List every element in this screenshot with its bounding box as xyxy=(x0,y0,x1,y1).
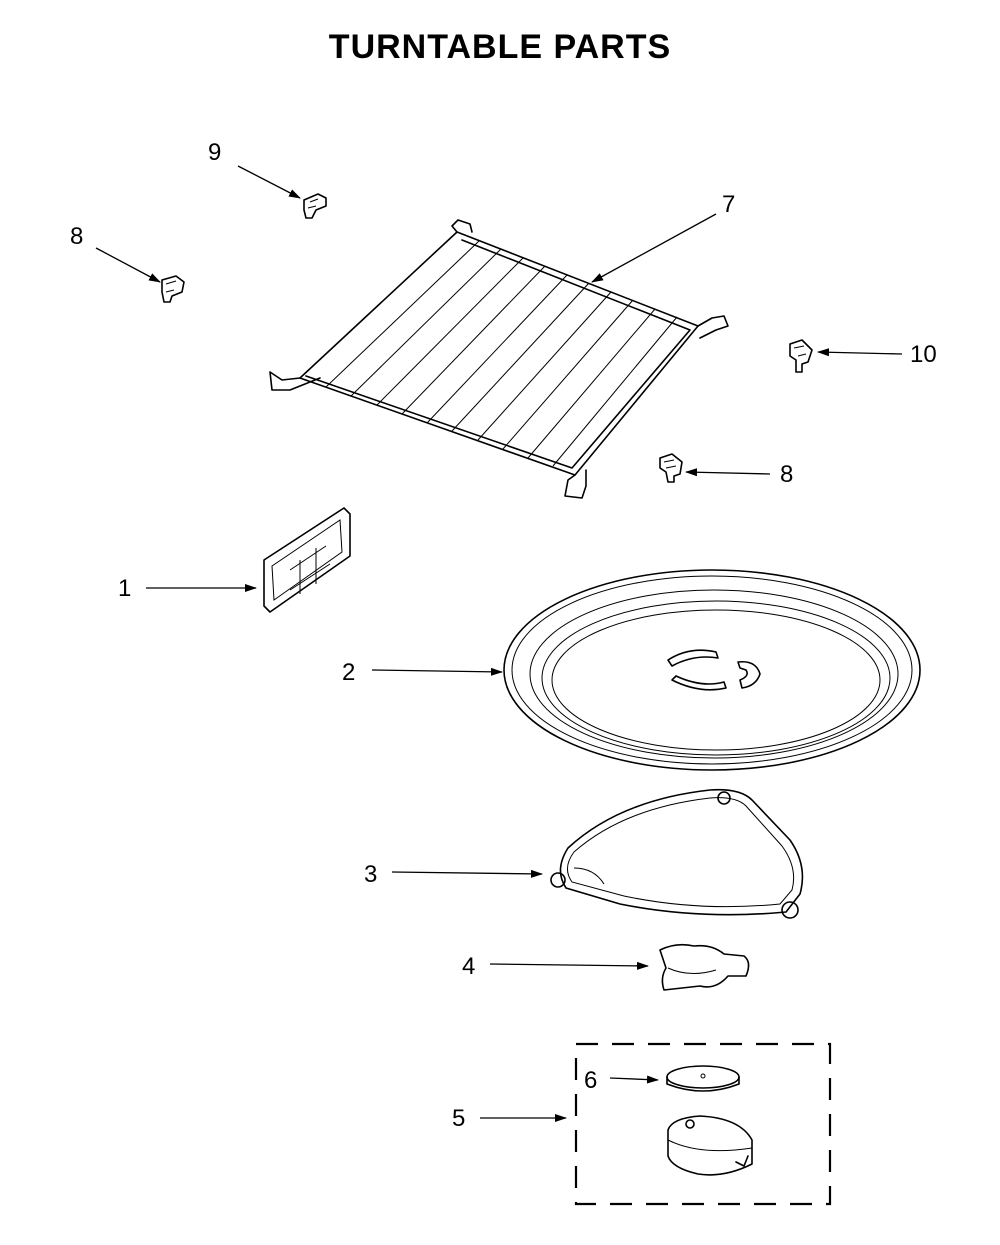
part-9-clip[interactable] xyxy=(303,193,327,219)
callout-1: 1 xyxy=(118,575,257,602)
callout-7: 7 xyxy=(591,191,735,283)
part-1-cover-plate[interactable] xyxy=(263,507,351,613)
part-10-clip[interactable] xyxy=(789,339,813,373)
part-4-coupler[interactable] xyxy=(659,943,750,991)
svg-text:10: 10 xyxy=(910,341,937,368)
callout-5: 5 xyxy=(452,1105,567,1132)
svg-text:7: 7 xyxy=(722,191,735,218)
callout-2: 2 xyxy=(342,659,503,686)
part-3-roller-ring[interactable] xyxy=(550,788,804,919)
svg-text:5: 5 xyxy=(452,1105,465,1132)
part-8-clip-right[interactable] xyxy=(659,453,683,483)
callout-10: 10 xyxy=(817,341,937,368)
svg-text:3: 3 xyxy=(364,861,377,888)
svg-text:4: 4 xyxy=(462,953,475,980)
part-5-motor-assembly[interactable] xyxy=(574,1042,832,1206)
callout-6: 6 xyxy=(584,1067,659,1094)
svg-text:2: 2 xyxy=(342,659,355,686)
svg-text:9: 9 xyxy=(208,139,221,166)
part-2-glass-tray[interactable] xyxy=(503,569,921,771)
svg-text:8: 8 xyxy=(780,461,793,488)
callout-8-right: 8 xyxy=(685,461,793,488)
svg-text:1: 1 xyxy=(118,575,131,602)
part-7-wire-rack[interactable] xyxy=(269,219,729,499)
svg-text:8: 8 xyxy=(70,223,83,250)
callout-3: 3 xyxy=(364,861,543,888)
part-6-disc[interactable] xyxy=(666,1065,740,1092)
callout-8-left: 8 xyxy=(70,223,161,283)
part-8-clip-left[interactable] xyxy=(161,275,185,303)
callout-9: 9 xyxy=(208,139,301,199)
svg-text:6: 6 xyxy=(584,1067,597,1094)
callout-4: 4 xyxy=(462,953,649,980)
page-title: TURNTABLE PARTS xyxy=(328,28,672,66)
